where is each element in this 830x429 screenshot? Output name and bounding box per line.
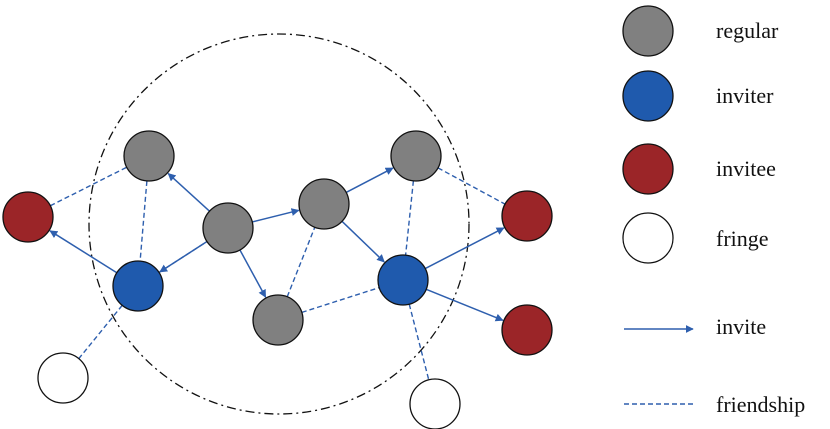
invite-edge-r2-r1 xyxy=(167,172,211,212)
legend-fringe-swatch xyxy=(622,212,674,264)
invite-edge-i2-e3 xyxy=(425,288,504,322)
friendship-edge-r4-i2 xyxy=(301,286,380,314)
fringe-node-f2 xyxy=(409,378,461,429)
friendship-edge-r4-r3 xyxy=(286,226,316,298)
regular-node-r5 xyxy=(390,130,442,182)
invite-edge-r2-r4 xyxy=(239,249,267,298)
friendship-edge-e1-r1 xyxy=(50,166,127,207)
legend-regular-swatch xyxy=(622,5,674,57)
regular-node-r4 xyxy=(252,294,304,346)
invite-edge-i2-e2 xyxy=(424,227,505,270)
inviter-node-i1 xyxy=(112,260,164,312)
friendship-edge-i2-f2 xyxy=(408,304,430,380)
friendship-edge-r5-i2 xyxy=(404,180,415,256)
community-boundary xyxy=(88,33,470,415)
inviter-node-i2 xyxy=(377,254,429,306)
friendship-edge-r5-e2 xyxy=(437,167,506,205)
regular-node-r2 xyxy=(202,202,254,254)
invite-edge-r2-i1 xyxy=(159,240,208,273)
regular-node-r1 xyxy=(123,130,175,182)
legend-invite-label: invite xyxy=(716,314,766,339)
invite-edge-r2-r3 xyxy=(252,208,300,223)
invitee-node-e1 xyxy=(2,191,54,243)
legend-fringe-label: fringe xyxy=(716,226,769,251)
legend-inviter-swatch xyxy=(622,70,674,122)
invite-edge-r3-r5 xyxy=(345,167,394,194)
friendship-edge-i1-f1 xyxy=(78,304,123,360)
legend-friendship-label: friendship xyxy=(716,392,805,417)
legend-invitee-swatch xyxy=(622,143,674,195)
invite-edge-r3-i2 xyxy=(341,220,385,263)
invitee-node-e3 xyxy=(501,304,553,356)
fringe-node-f1 xyxy=(37,352,89,404)
invite-edge-i1-e1 xyxy=(49,230,118,274)
legend: regular inviter invitee fringe invite fr… xyxy=(622,5,805,417)
invitee-node-e2 xyxy=(501,190,553,242)
graph-nodes xyxy=(2,130,553,429)
legend-inviter-label: inviter xyxy=(716,83,774,108)
invite-edges xyxy=(49,167,505,322)
regular-node-r3 xyxy=(298,178,350,230)
legend-invitee-label: invitee xyxy=(716,156,776,181)
legend-regular-label: regular xyxy=(716,18,779,43)
friendship-edge-r1-i1 xyxy=(139,180,148,262)
